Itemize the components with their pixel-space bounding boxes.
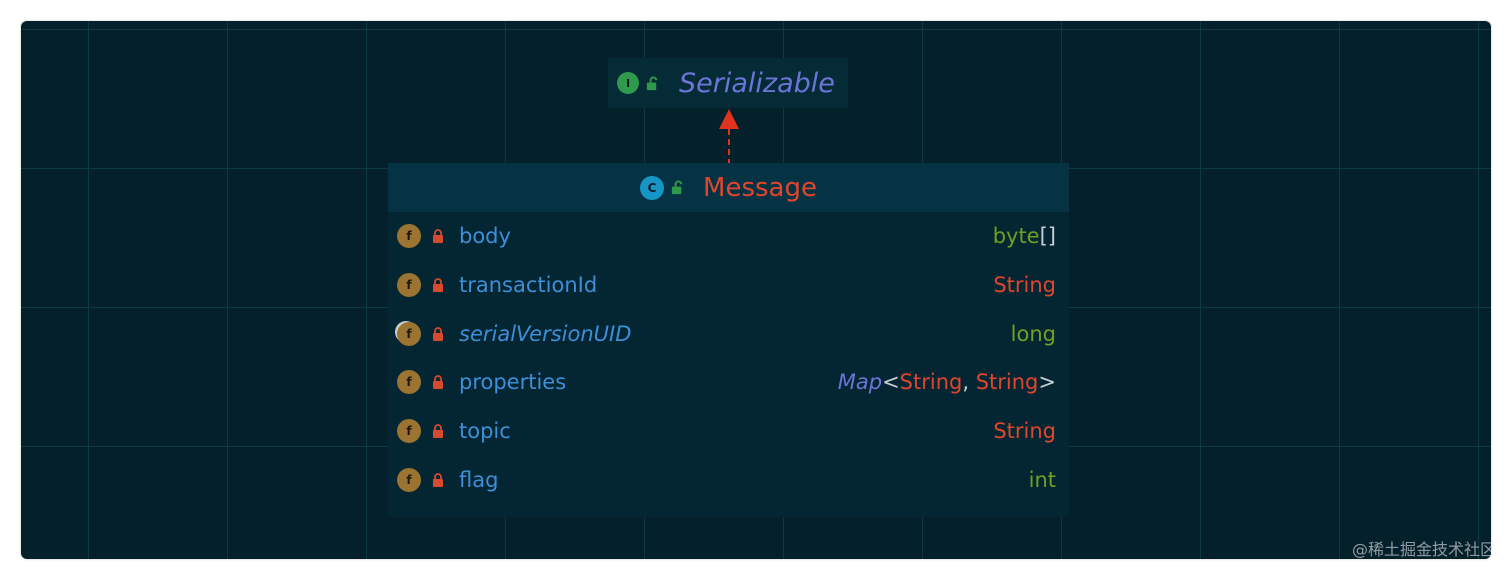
class-badge: C <box>640 175 665 200</box>
field-badge: f <box>397 273 421 298</box>
field-name: serialVersionUID <box>459 321 632 346</box>
field-name: body <box>459 224 511 249</box>
field-badge: f <box>397 224 421 249</box>
field-badge: f <box>397 419 421 444</box>
field-row-serialversionuid[interactable]: f serialVersionUID long <box>388 309 1069 358</box>
private-lock-icon <box>433 424 443 439</box>
field-name: transactionId <box>459 273 598 298</box>
field-name: properties <box>459 370 567 395</box>
field-type: String <box>993 273 1056 298</box>
field-type: Map<String, String> <box>837 370 1056 395</box>
unlocked-padlock-icon <box>671 180 683 195</box>
unlocked-padlock-icon <box>646 76 658 90</box>
private-lock-icon <box>433 326 443 341</box>
field-row-topic[interactable]: f topic String <box>388 407 1069 456</box>
interface-name: Serializable <box>679 67 835 99</box>
field-list: f body byte[] f transactionId String f <box>388 212 1069 504</box>
field-badge: f <box>397 467 421 492</box>
watermark: @稀土掘金技术社区 <box>1351 540 1496 559</box>
private-lock-icon <box>433 229 443 244</box>
implements-arrow <box>719 109 739 163</box>
field-type: byte[] <box>992 224 1056 249</box>
diagram-canvas: I Serializable C Message f <box>21 21 1491 559</box>
field-type: long <box>1010 321 1056 346</box>
private-lock-icon <box>433 278 443 293</box>
class-header: C Message <box>388 163 1069 212</box>
field-name: topic <box>459 419 511 444</box>
field-row-flag[interactable]: f flag int <box>388 455 1069 504</box>
field-row-body[interactable]: f body byte[] <box>388 212 1069 261</box>
field-row-transactionid[interactable]: f transactionId String <box>388 261 1069 310</box>
field-row-properties[interactable]: f properties Map<String, String> <box>388 358 1069 407</box>
field-badge: f <box>397 370 421 395</box>
private-lock-icon <box>433 375 443 390</box>
class-node-message[interactable]: C Message f body byte[] f <box>388 163 1069 517</box>
static-field-badge: f <box>397 321 421 346</box>
class-name: Message <box>703 172 817 203</box>
interface-node-serializable[interactable]: I Serializable <box>608 58 848 108</box>
interface-badge: I <box>617 72 639 94</box>
field-type: int <box>1028 467 1056 492</box>
field-name: flag <box>459 467 499 492</box>
field-type: String <box>993 419 1056 444</box>
private-lock-icon <box>433 472 443 487</box>
